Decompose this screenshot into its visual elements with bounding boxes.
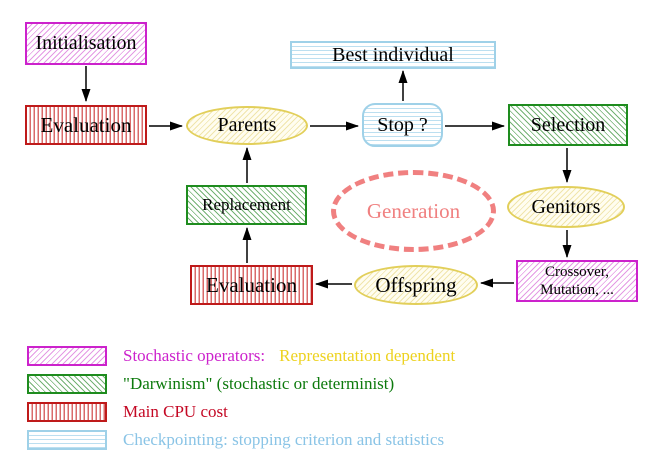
legend-label-checkpointing: Checkpointing: stopping criterion and st…: [123, 430, 445, 449]
node-stop: Stop ?: [362, 103, 443, 147]
legend-label-representation-dependent: Representation dependent: [279, 346, 456, 365]
legend-label-main-cpu-cost: Main CPU cost: [123, 402, 228, 421]
node-evaluation-top-label: Evaluation: [40, 112, 132, 137]
legend-item-checkpointing: Checkpointing: stopping criterion and st…: [27, 430, 455, 450]
magenta-diagonal-hatch-swatch: [27, 346, 107, 366]
node-selection: Selection: [508, 104, 628, 146]
node-offspring: Offspring: [354, 265, 478, 305]
node-generation: Generation: [331, 170, 496, 252]
legend: Stochastic operators: Representation dep…: [27, 346, 455, 458]
legend-item-stochastic-operators: Stochastic operators: Representation dep…: [27, 346, 455, 366]
node-replacement-label: Replacement: [202, 195, 291, 214]
red-vertical-stripes-swatch: [27, 402, 107, 422]
node-genitors: Genitors: [507, 186, 625, 228]
node-selection-label: Selection: [530, 113, 606, 136]
legend-item-darwinism: "Darwinism" (stochastic or determinist): [27, 374, 455, 394]
node-replacement: Replacement: [186, 185, 307, 225]
node-parents: Parents: [186, 106, 308, 145]
node-parents-label: Parents: [217, 114, 277, 136]
node-best-individual-label: Best individual: [332, 43, 454, 66]
green-diagonal-hatch-swatch: [27, 374, 107, 394]
node-evaluation-bottom-label: Evaluation: [206, 272, 297, 297]
node-generation-label: Generation: [366, 198, 461, 223]
node-evaluation-top: Evaluation: [25, 105, 147, 145]
node-stop-label: Stop ?: [377, 113, 428, 136]
node-crossover-label-line1: Crossover,: [545, 264, 609, 280]
node-genitors-label: Genitors: [531, 195, 601, 218]
node-offspring-label: Offspring: [375, 272, 457, 297]
node-crossover-label-line2: Mutation, ...: [540, 282, 614, 298]
legend-item-main-cpu-cost: Main CPU cost: [27, 402, 455, 422]
node-best-individual: Best individual: [290, 41, 496, 69]
node-initialisation-label: Initialisation: [35, 32, 137, 54]
legend-label-darwinism: "Darwinism" (stochastic or determinist): [123, 374, 395, 393]
node-initialisation: Initialisation: [25, 22, 147, 65]
node-evaluation-bottom: Evaluation: [190, 265, 313, 305]
legend-label-stochastic-operators: Stochastic operators:: [123, 346, 266, 365]
node-crossover-mutation: Crossover, Mutation, ...: [516, 260, 638, 302]
blue-horizontal-stripes-swatch: [27, 430, 107, 450]
